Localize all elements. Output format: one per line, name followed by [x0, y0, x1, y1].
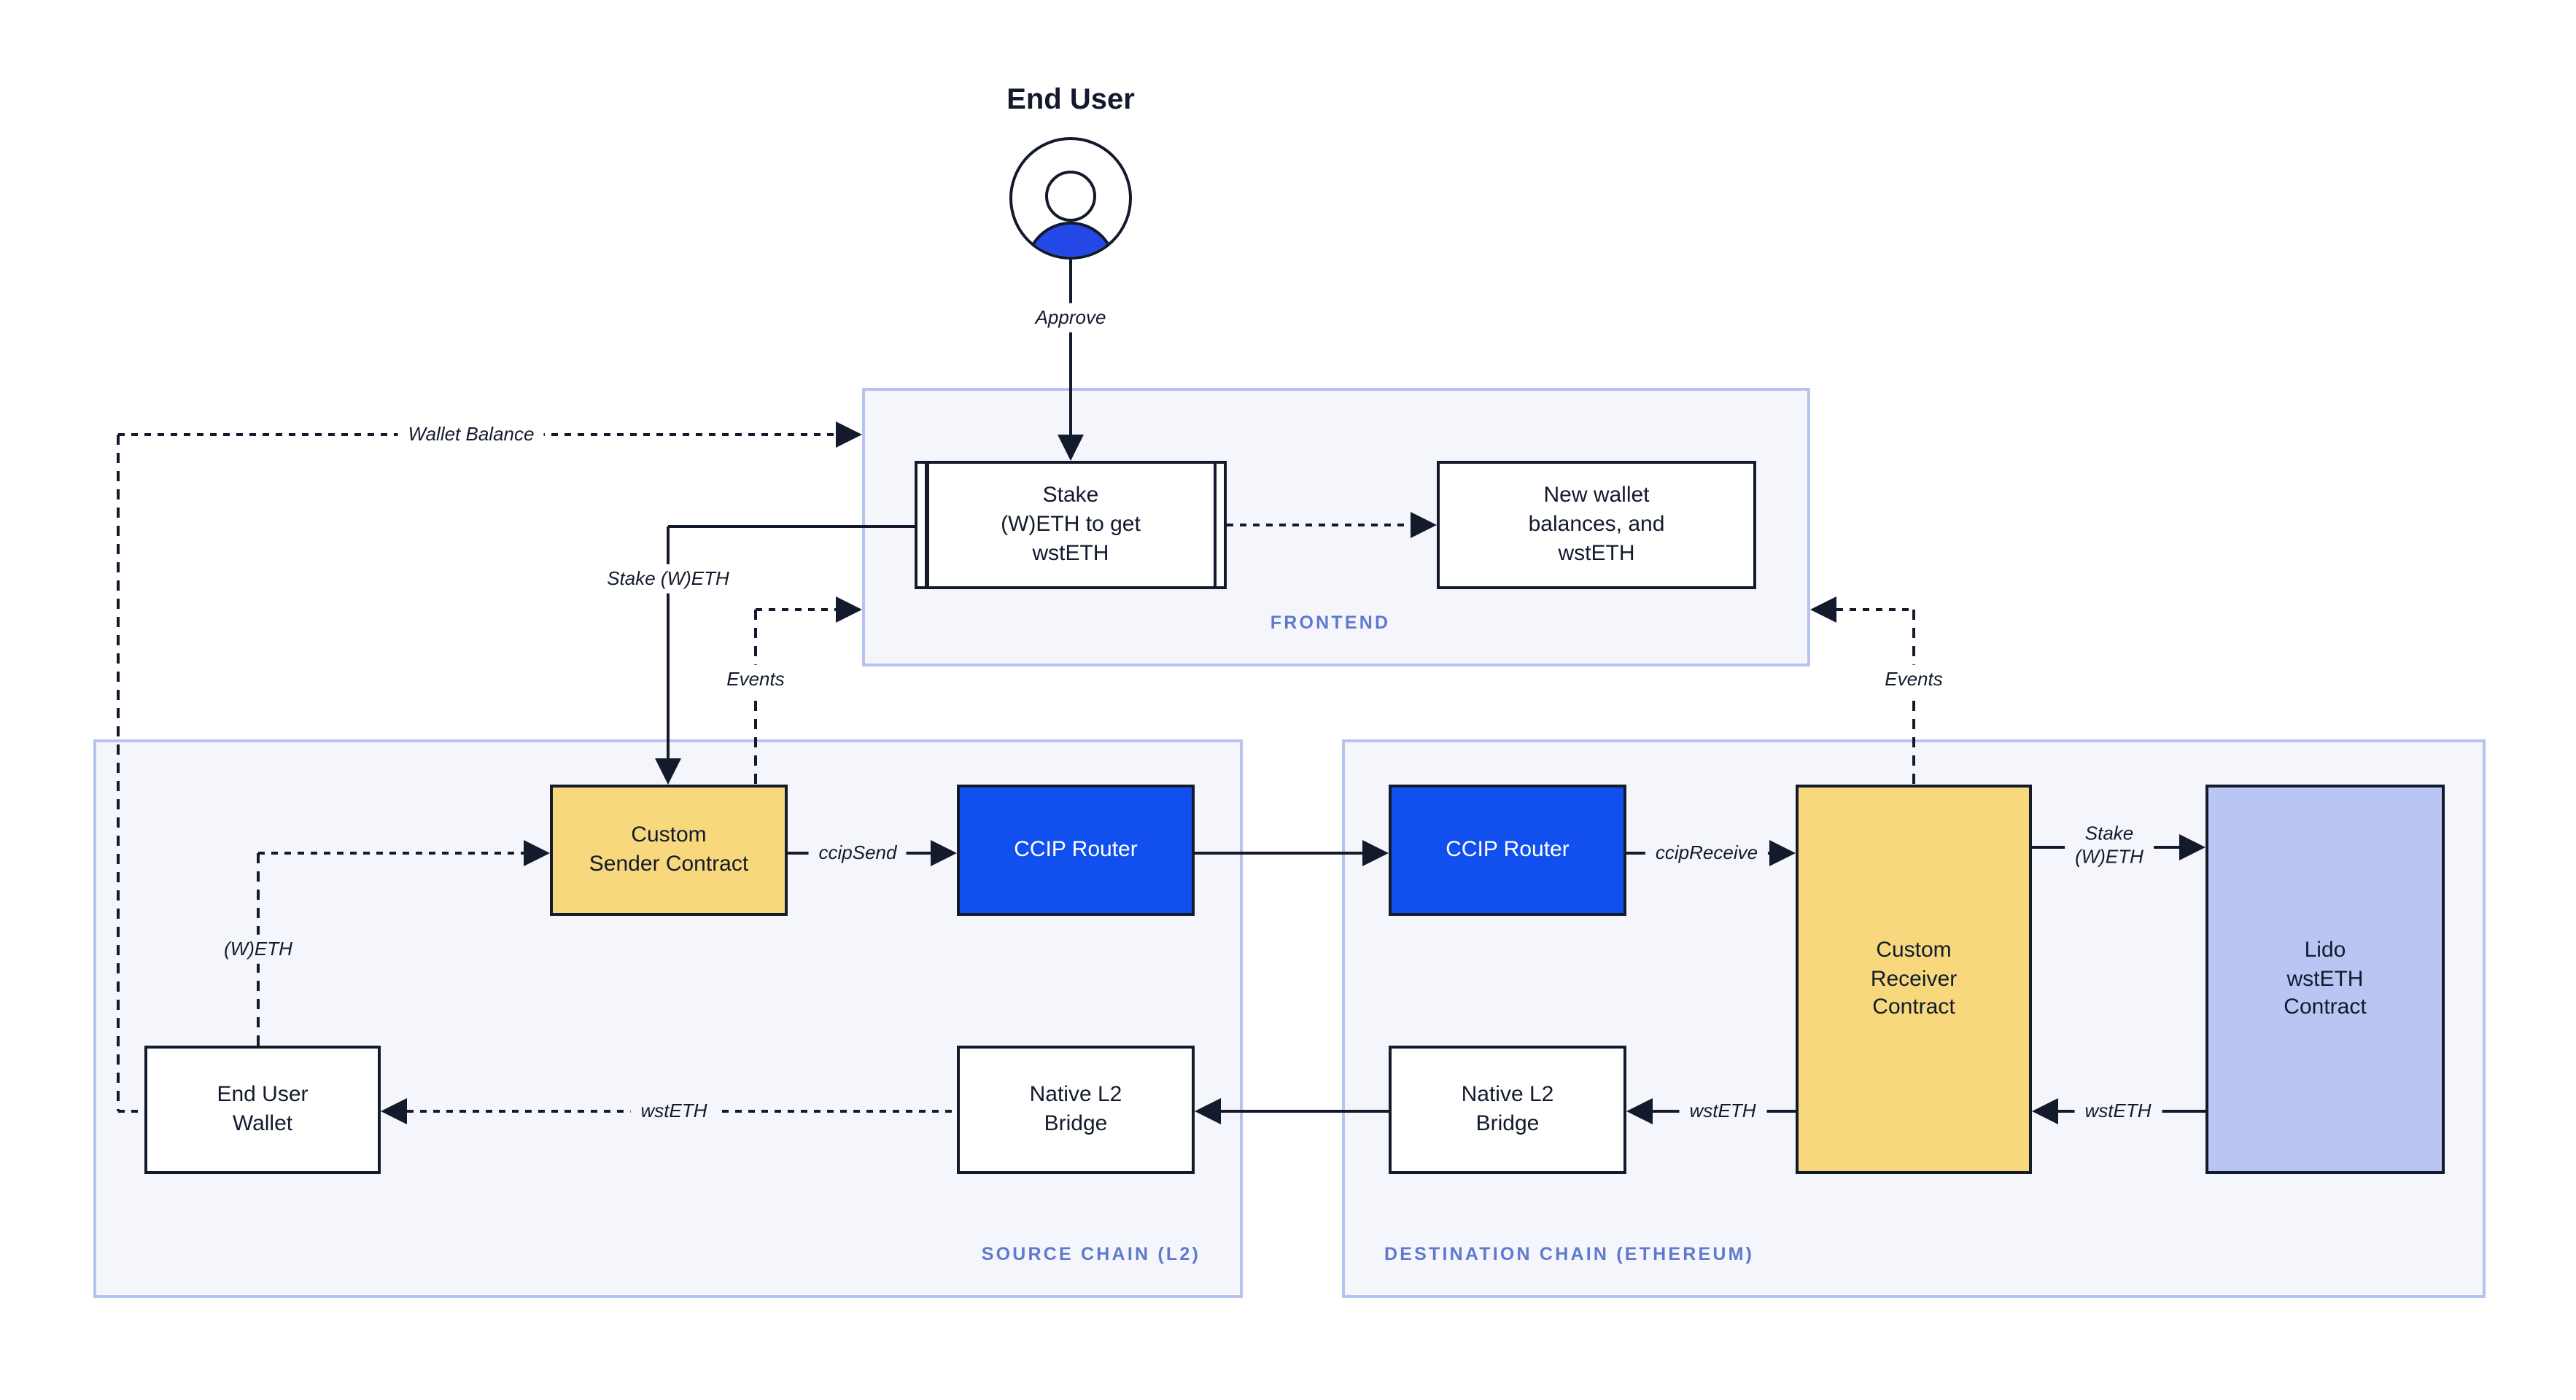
stake-weth-edge-line-h — [668, 524, 915, 529]
end-user-title: End User — [1006, 84, 1135, 116]
bridge-to-bridge-edge-line — [1221, 1109, 1389, 1113]
ui-update-edge-line — [1227, 523, 1411, 527]
stake-weth-arrowhead — [655, 758, 681, 785]
wallet-balance-edge-label: Wallet Balance — [397, 419, 545, 450]
wsteth-to-wallet-arrowhead — [381, 1098, 407, 1124]
bridge-to-bridge-arrowhead — [1195, 1098, 1221, 1124]
wallet-balance-edge-stub — [118, 1109, 144, 1113]
events-right-edge-line-h — [1836, 607, 1914, 612]
user-icon-head — [1045, 171, 1096, 222]
weth-to-sender-arrowhead — [524, 840, 550, 866]
ccip-receive-edge-label: ccipReceive — [1645, 838, 1769, 868]
custom-sender-node: Custom Sender Contract — [550, 785, 788, 916]
events-left-edge-line-h — [756, 607, 836, 612]
user-icon-body — [1025, 222, 1116, 257]
lido-wsteth-contract-node: Lido wstETH Contract — [2205, 785, 2445, 1174]
weth-to-sender-edge-line-h — [258, 851, 524, 855]
stake-weth-lido-arrowhead — [2179, 834, 2205, 860]
weth-to-sender-edge-label: (W)ETH — [214, 934, 303, 965]
wsteth-from-lido-arrowhead — [2032, 1098, 2058, 1124]
wsteth-to-wallet-edge-label: wstETH — [630, 1096, 718, 1127]
ccip-receive-arrowhead — [1769, 840, 1796, 866]
events-right-arrowhead — [1810, 596, 1836, 623]
approve-edge-label: Approve — [1025, 303, 1117, 333]
source-chain-label: SOURCE CHAIN (L2) — [981, 1244, 1200, 1264]
events-left-edge-line-v — [753, 610, 758, 785]
wsteth-to-bridge-arrowhead — [1626, 1098, 1653, 1124]
ccip-send-arrowhead — [931, 840, 957, 866]
stake-weth-lido-edge-label: Stake (W)ETH — [2065, 819, 2154, 873]
events-left-edge-label: Events — [716, 664, 795, 695]
wallet-balance-edge-line-v — [116, 435, 120, 1111]
stake-weth-edge-line-v — [666, 526, 670, 760]
router-to-router-arrowhead — [1362, 840, 1389, 866]
frontend-label: FRONTEND — [1270, 612, 1391, 633]
approve-edge-line — [1068, 260, 1073, 438]
events-right-edge-label: Events — [1874, 664, 1953, 695]
events-right-edge-line-v — [1912, 610, 1916, 785]
ccip-router-destination-node: CCIP Router — [1389, 785, 1626, 916]
events-left-arrowhead — [836, 596, 862, 623]
ccip-router-source-node: CCIP Router — [957, 785, 1195, 916]
new-balances-node: New wallet balances, and wstETH — [1437, 461, 1756, 589]
destination-chain-label: DESTINATION CHAIN (ETHEREUM) — [1384, 1244, 1755, 1264]
native-l2-bridge-destination-node: Native L2 Bridge — [1389, 1046, 1626, 1174]
wallet-balance-arrowhead — [836, 421, 862, 448]
stake-ui-node: Stake (W)ETH to get wstETH — [915, 461, 1227, 589]
end-user-wallet-node: End User Wallet — [144, 1046, 381, 1174]
wsteth-from-lido-edge-label: wstETH — [2074, 1096, 2162, 1127]
wsteth-to-bridge-edge-label: wstETH — [1679, 1096, 1766, 1127]
router-to-router-edge-line — [1195, 851, 1362, 855]
ui-update-arrowhead — [1411, 512, 1437, 538]
stake-weth-edge-label: Stake (W)ETH — [597, 564, 740, 594]
custom-receiver-node: Custom Receiver Contract — [1796, 785, 2032, 1174]
native-l2-bridge-source-node: Native L2 Bridge — [957, 1046, 1195, 1174]
ccip-send-edge-label: ccipSend — [808, 838, 907, 868]
approve-arrowhead — [1058, 435, 1084, 461]
user-icon — [1009, 137, 1132, 260]
